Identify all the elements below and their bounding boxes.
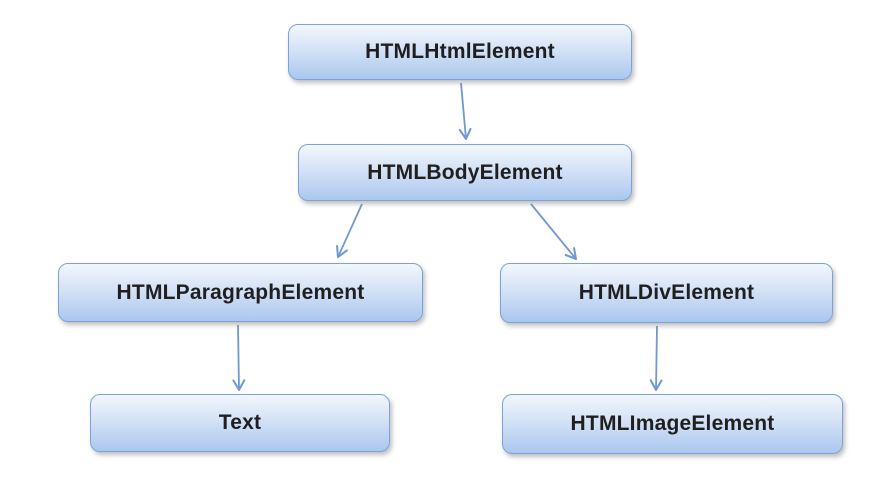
edge-paragraph-text bbox=[232, 324, 246, 392]
node-html-div-element: HTMLDivElement bbox=[500, 263, 833, 323]
edge-body-paragraph bbox=[336, 203, 363, 259]
node-label: HTMLHtmlElement bbox=[365, 40, 555, 63]
node-html-body-element: HTMLBodyElement bbox=[298, 144, 632, 201]
edge-html-body bbox=[458, 82, 472, 141]
node-html-image-element: HTMLImageElement bbox=[502, 394, 843, 454]
node-label: Text bbox=[218, 411, 262, 434]
node-label: HTMLDivElement bbox=[578, 281, 755, 304]
node-label: HTMLBodyElement bbox=[367, 160, 563, 184]
node-html-paragraph-element: HTMLParagraphElement bbox=[58, 263, 423, 322]
edge-div-image bbox=[649, 325, 663, 392]
node-label: HTMLParagraphElement bbox=[116, 280, 365, 304]
edge-body-div bbox=[530, 203, 578, 261]
node-label: HTMLImageElement bbox=[570, 412, 775, 435]
node-text: Text bbox=[90, 394, 390, 452]
node-html-html-element: HTMLHtmlElement bbox=[288, 24, 632, 80]
